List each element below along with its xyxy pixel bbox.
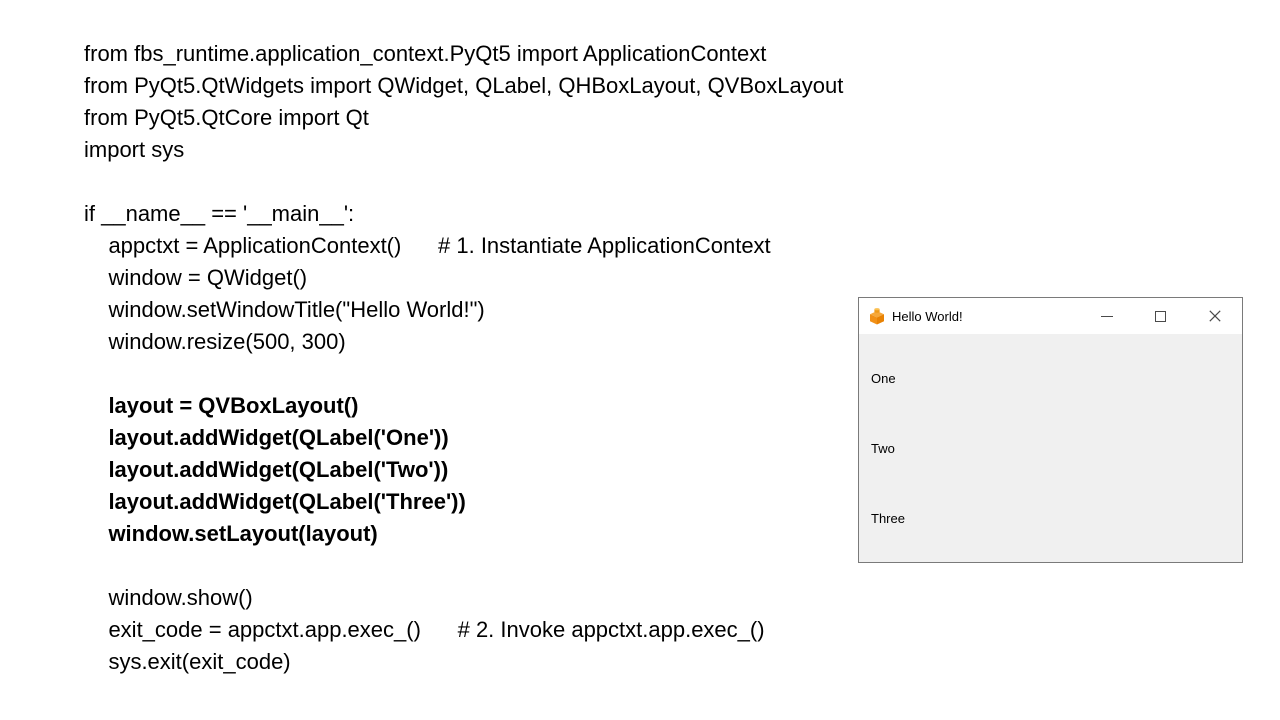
window-titlebar[interactable]: Hello World!	[859, 298, 1242, 334]
code-line: layout.addWidget(QLabel('Three'))	[84, 489, 466, 514]
qlabel: Three	[871, 510, 905, 526]
window-controls	[1083, 298, 1242, 334]
qlabel-slot: Two	[859, 413, 1242, 483]
app-brick-icon	[868, 307, 886, 325]
code-line: layout.addWidget(QLabel('Two'))	[84, 457, 449, 482]
code-line: window.setWindowTitle("Hello World!")	[84, 297, 485, 322]
code-line	[84, 166, 843, 198]
code-line: from fbs_runtime.application_context.PyQ…	[84, 41, 767, 66]
code-line: layout.addWidget(QLabel('One'))	[84, 425, 449, 450]
code-line: window.show()	[84, 585, 253, 610]
code-line: from PyQt5.QtCore import Qt	[84, 105, 369, 130]
close-icon	[1208, 310, 1221, 322]
window-title: Hello World!	[892, 308, 963, 324]
code-line: window.setLayout(layout)	[84, 521, 378, 546]
minimize-icon	[1100, 315, 1113, 317]
code-line: window.resize(500, 300)	[84, 329, 346, 354]
qlabel: One	[871, 370, 896, 386]
qlabel-slot: One	[859, 343, 1242, 413]
close-button[interactable]	[1191, 298, 1238, 334]
code-line: appctxt = ApplicationContext() # 1. Inst…	[84, 233, 771, 258]
code-line: exit_code = appctxt.app.exec_() # 2. Inv…	[84, 617, 765, 642]
code-block: from fbs_runtime.application_context.PyQ…	[84, 38, 843, 678]
code-line: from PyQt5.QtWidgets import QWidget, QLa…	[84, 73, 844, 98]
code-line	[84, 550, 843, 582]
qlabel-slot: Three	[859, 483, 1242, 553]
code-line: import sys	[84, 137, 185, 162]
code-line: layout = QVBoxLayout()	[84, 393, 359, 418]
code-line	[84, 358, 843, 390]
maximize-button[interactable]	[1137, 298, 1184, 334]
minimize-button[interactable]	[1083, 298, 1130, 334]
code-line: window = QWidget()	[84, 265, 308, 290]
code-line: if __name__ == '__main__':	[84, 201, 355, 226]
qlabel: Two	[871, 440, 895, 456]
code-line: sys.exit(exit_code)	[84, 649, 291, 674]
maximize-icon	[1155, 310, 1166, 322]
